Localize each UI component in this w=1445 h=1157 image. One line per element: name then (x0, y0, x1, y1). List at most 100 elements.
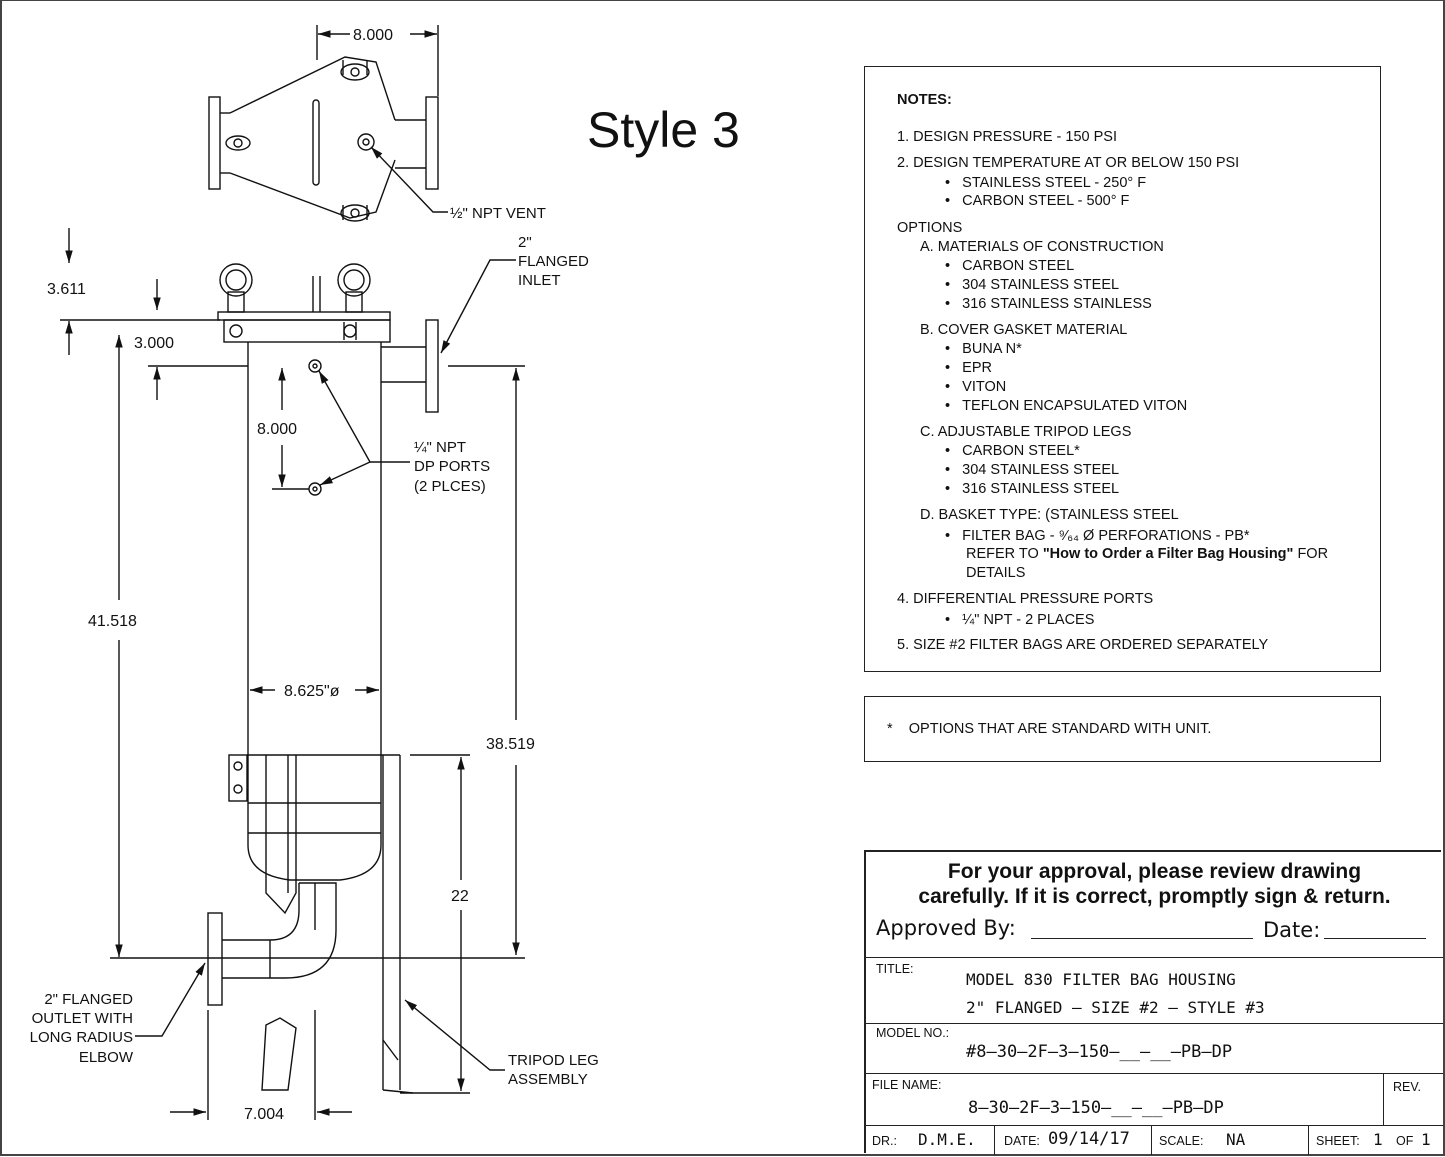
dp-callout-1: ¼" NPT (414, 439, 466, 456)
drawing-title-2: 2" FLANGED – SIZE #2 – STYLE #3 (966, 998, 1265, 1017)
tripod-callout-1: TRIPOD LEG (508, 1052, 599, 1069)
note-2: 2. DESIGN TEMPERATURE AT OR BELOW 150 PS… (897, 155, 1240, 171)
option-b1-text: BUNA N* (962, 341, 1022, 357)
option-a1-text: CARBON STEEL (962, 258, 1075, 274)
scale-label: SCALE: (1159, 1134, 1204, 1148)
dp-callout-2: DP PORTS (414, 458, 490, 475)
of-value: 1 (1421, 1130, 1431, 1149)
approved-by-line[interactable] (1031, 938, 1253, 939)
scale-value: NA (1226, 1130, 1246, 1149)
sheet-value: 1 (1373, 1130, 1383, 1149)
dim-body-height: 41.518 (88, 613, 137, 630)
note-2a-text: STAINLESS STEEL - 250° F (962, 175, 1147, 191)
option-b1: • BUNA N* (945, 341, 1022, 357)
rev-divider (1383, 1074, 1384, 1126)
option-c3-text: 316 STAINLESS STEEL (962, 481, 1120, 497)
option-a: A. MATERIALS OF CONSTRUCTION (920, 239, 1164, 255)
option-a3-text: 316 STAINLESS STAINLESS (962, 296, 1152, 312)
file-name: 8–30–2F–3–150–__–__–PB–DP (968, 1098, 1224, 1118)
style-title: Style 3 (587, 102, 740, 158)
option-b2: • EPR (945, 360, 992, 376)
note-1: 1. DESIGN PRESSURE - 150 PSI (897, 129, 1117, 145)
dim-port-spacing: 8.000 (257, 421, 297, 438)
info-divider-2 (1151, 1126, 1152, 1155)
top-view (208, 56, 439, 222)
option-c2: • 304 STAINLESS STEEL (945, 462, 1120, 478)
option-b3-text: VITON (962, 379, 1007, 395)
side-view (207, 263, 439, 1094)
drawn-by-label: DR.: (872, 1134, 897, 1148)
inlet-callout-2: FLANGED (518, 253, 589, 270)
option-d2-bold: "How to Order a Filter Bag Housing" (1042, 546, 1294, 562)
note-4: 4. DIFFERENTIAL PRESSURE PORTS (897, 591, 1154, 607)
option-c: C. ADJUSTABLE TRIPOD LEGS (920, 424, 1132, 440)
option-b3: • VITON (945, 379, 1007, 395)
option-a3: • 316 STAINLESS STAINLESS (945, 296, 1152, 312)
option-c1: • CARBON STEEL* (945, 443, 1080, 459)
model-number: #8–30–2F–3–150–__–__–PB–DP (966, 1042, 1233, 1062)
outlet-callout-4: ELBOW (79, 1049, 134, 1066)
file-row: FILE NAME: 8–30–2F–3–150–__–__–PB–DP REV… (866, 1074, 1443, 1126)
outlet-callout-2: OUTLET WITH (32, 1010, 133, 1027)
option-a1: • CARBON STEEL (945, 258, 1075, 274)
option-d2-pre: REFER TO (966, 546, 1043, 562)
drawing-title-1: MODEL 830 FILTER BAG HOUSING (966, 970, 1236, 989)
dim-overall-top: 3.611 (47, 281, 86, 298)
dp-callout-3: (2 PLCES) (414, 478, 486, 495)
option-b4-text: TEFLON ENCAPSULATED VITON (962, 398, 1188, 414)
note-2a: • STAINLESS STEEL - 250° F (945, 175, 1147, 191)
file-label: FILE NAME: (872, 1078, 942, 1092)
note-2b: • CARBON STEEL - 500° F (945, 193, 1130, 209)
option-d: D. BASKET TYPE: (STAINLESS STEEL (920, 507, 1179, 523)
info-divider-1 (994, 1126, 995, 1155)
option-a2-text: 304 STAINLESS STEEL (962, 277, 1120, 293)
options-heading: OPTIONS (897, 220, 963, 236)
dim-leg-height: 22 (451, 888, 469, 905)
option-a2: • 304 STAINLESS STEEL (945, 277, 1120, 293)
note-5: 5. SIZE #2 FILTER BAGS ARE ORDERED SEPAR… (897, 637, 1269, 653)
model-row: MODEL NO.: #8–30–2F–3–150–__–__–PB–DP (866, 1024, 1443, 1074)
housing-drawing: 8.000 3.611 3.000 8.000 41.518 8.625"ø 3… (30, 25, 599, 1123)
title-label: TITLE: (876, 962, 914, 976)
of-label: OF (1396, 1134, 1414, 1148)
sheet-label: SHEET: (1316, 1134, 1360, 1148)
option-d3: DETAILS (966, 565, 1026, 581)
option-d1-text: FILTER BAG - ⁹⁄₆₄ Ø PERFORATIONS - PB* (962, 528, 1250, 544)
inlet-callout-3: INLET (518, 272, 561, 289)
approval-date-line[interactable] (1324, 938, 1426, 939)
option-c1-text: CARBON STEEL* (962, 443, 1080, 459)
outlet-callout-1: 2" FLANGED (44, 991, 133, 1008)
info-divider-3 (1308, 1126, 1309, 1155)
dim-outlet-offset: 7.004 (244, 1106, 284, 1123)
title-block: For your approval, please review drawing… (864, 850, 1443, 1155)
approval-line-1: For your approval, please review drawing (947, 860, 1362, 883)
dim-inlet-to-outlet: 38.519 (486, 736, 535, 753)
option-b: B. COVER GASKET MATERIAL (920, 322, 1128, 338)
note-4a-text: ¼" NPT - 2 PLACES (962, 612, 1095, 628)
option-c3: • 316 STAINLESS STEEL (945, 481, 1120, 497)
approved-by-label: Approved By: (876, 916, 1016, 940)
dim-diameter: 8.625"ø (284, 683, 340, 700)
standard-options-box: * OPTIONS THAT ARE STANDARD WITH UNIT. (864, 696, 1381, 762)
standard-options-note: * OPTIONS THAT ARE STANDARD WITH UNIT. (887, 721, 1212, 737)
tripod-callout-2: ASSEMBLY (508, 1071, 588, 1088)
info-row: DR.: D.M.E. DATE: 09/14/17 SCALE: NA SHE… (866, 1126, 1443, 1155)
dim-top-width: 8.000 (353, 27, 393, 44)
approval-row (866, 852, 1443, 958)
option-d1: • FILTER BAG - ⁹⁄₆₄ Ø PERFORATIONS - PB* (945, 528, 1250, 544)
dim-lid-top: 3.000 (134, 335, 174, 352)
approval-date-label: Date: (1263, 918, 1321, 942)
option-d2: REFER TO "How to Order a Filter Bag Hous… (966, 546, 1328, 562)
model-label: MODEL NO.: (876, 1026, 950, 1040)
note-4a: • ¼" NPT - 2 PLACES (945, 612, 1095, 628)
date-label: DATE: (1004, 1134, 1040, 1148)
vent-callout: ½" NPT VENT (450, 205, 546, 222)
notes-heading: NOTES: (897, 92, 952, 108)
outlet-callout-3: LONG RADIUS (30, 1029, 133, 1046)
option-b4: • TEFLON ENCAPSULATED VITON (945, 398, 1188, 414)
notes-box: NOTES: 1. DESIGN PRESSURE - 150 PSI 2. D… (864, 66, 1381, 672)
note-2b-text: CARBON STEEL - 500° F (962, 193, 1130, 209)
option-d2-post: FOR (1293, 546, 1329, 562)
inlet-callout-1: 2" (518, 234, 532, 251)
